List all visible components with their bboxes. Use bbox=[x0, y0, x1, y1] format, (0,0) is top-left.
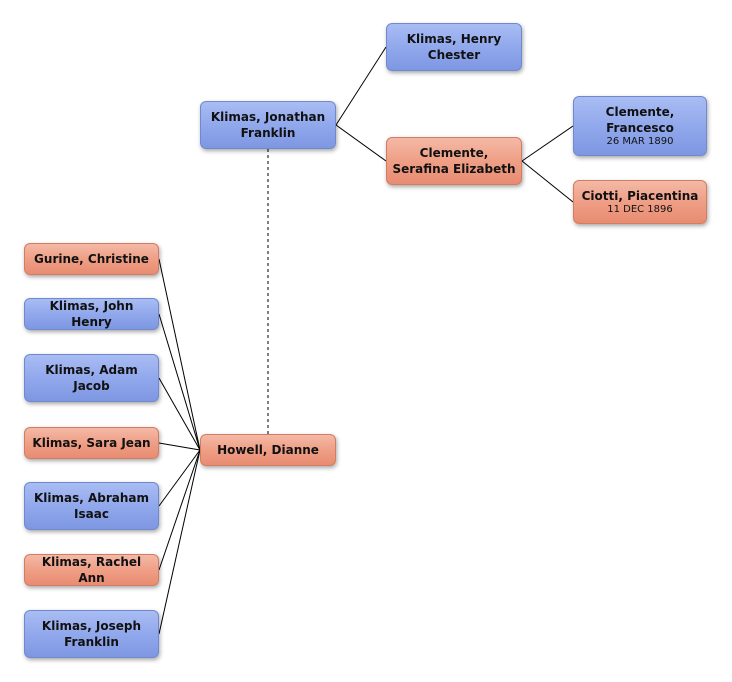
person-name: Clemente, Francesco bbox=[605, 105, 675, 135]
person-node-dianne[interactable]: Howell, Dianne bbox=[200, 434, 336, 466]
person-node-christine[interactable]: Gurine, Christine bbox=[24, 243, 159, 275]
person-node-francesco[interactable]: Clemente, Francesco 26 MAR 1890 bbox=[573, 96, 707, 156]
person-node-abraham[interactable]: Klimas, Abraham Isaac bbox=[24, 482, 159, 530]
connector-serafina-piacentina bbox=[521, 160, 574, 203]
connector-jonathan-henry bbox=[335, 46, 387, 126]
person-node-piacentina[interactable]: Ciotti, Piacentina 11 DEC 1896 bbox=[573, 180, 707, 224]
person-node-joseph[interactable]: Klimas, Joseph Franklin bbox=[24, 610, 159, 658]
person-node-sara[interactable]: Klimas, Sara Jean bbox=[24, 427, 159, 459]
connector-dianne-rachel bbox=[158, 449, 201, 571]
person-name: Gurine, Christine bbox=[34, 252, 149, 266]
connector-jonathan-serafina bbox=[335, 124, 387, 162]
person-name: Klimas, Abraham Isaac bbox=[33, 491, 150, 521]
connector-dianne-john-henry bbox=[158, 313, 201, 451]
person-node-rachel[interactable]: Klimas, Rachel Ann bbox=[24, 554, 159, 586]
birth-date: 26 MAR 1890 bbox=[606, 136, 674, 147]
person-name: Klimas, Sara Jean bbox=[32, 436, 151, 450]
person-name: Klimas, Jonathan Franklin bbox=[210, 110, 326, 140]
person-node-adam[interactable]: Klimas, Adam Jacob bbox=[24, 354, 159, 402]
person-node-jonathan[interactable]: Klimas, Jonathan Franklin bbox=[200, 101, 336, 149]
connector-dianne-sara bbox=[158, 442, 201, 451]
connector-dianne-christine bbox=[158, 258, 201, 451]
person-name: Howell, Dianne bbox=[217, 443, 319, 457]
person-name: Clemente, Serafina Elizabeth bbox=[392, 146, 516, 176]
person-name: Klimas, Henry Chester bbox=[406, 32, 502, 62]
person-name: Klimas, John Henry bbox=[49, 299, 134, 329]
connector-dianne-adam bbox=[158, 377, 201, 451]
person-node-john-henry[interactable]: Klimas, John Henry bbox=[24, 298, 159, 330]
person-name: Klimas, Joseph Franklin bbox=[41, 619, 142, 649]
person-name: Klimas, Rachel Ann bbox=[41, 555, 142, 585]
connector-dianne-abraham bbox=[158, 449, 201, 507]
connector-dianne-joseph bbox=[158, 449, 201, 635]
birth-date: 11 DEC 1896 bbox=[607, 204, 673, 215]
person-node-serafina[interactable]: Clemente, Serafina Elizabeth bbox=[386, 137, 522, 185]
connector-serafina-francesco bbox=[521, 125, 574, 162]
person-name: Klimas, Adam Jacob bbox=[45, 363, 138, 393]
person-name: Ciotti, Piacentina bbox=[581, 189, 699, 203]
person-node-henry-chester[interactable]: Klimas, Henry Chester bbox=[386, 23, 522, 71]
